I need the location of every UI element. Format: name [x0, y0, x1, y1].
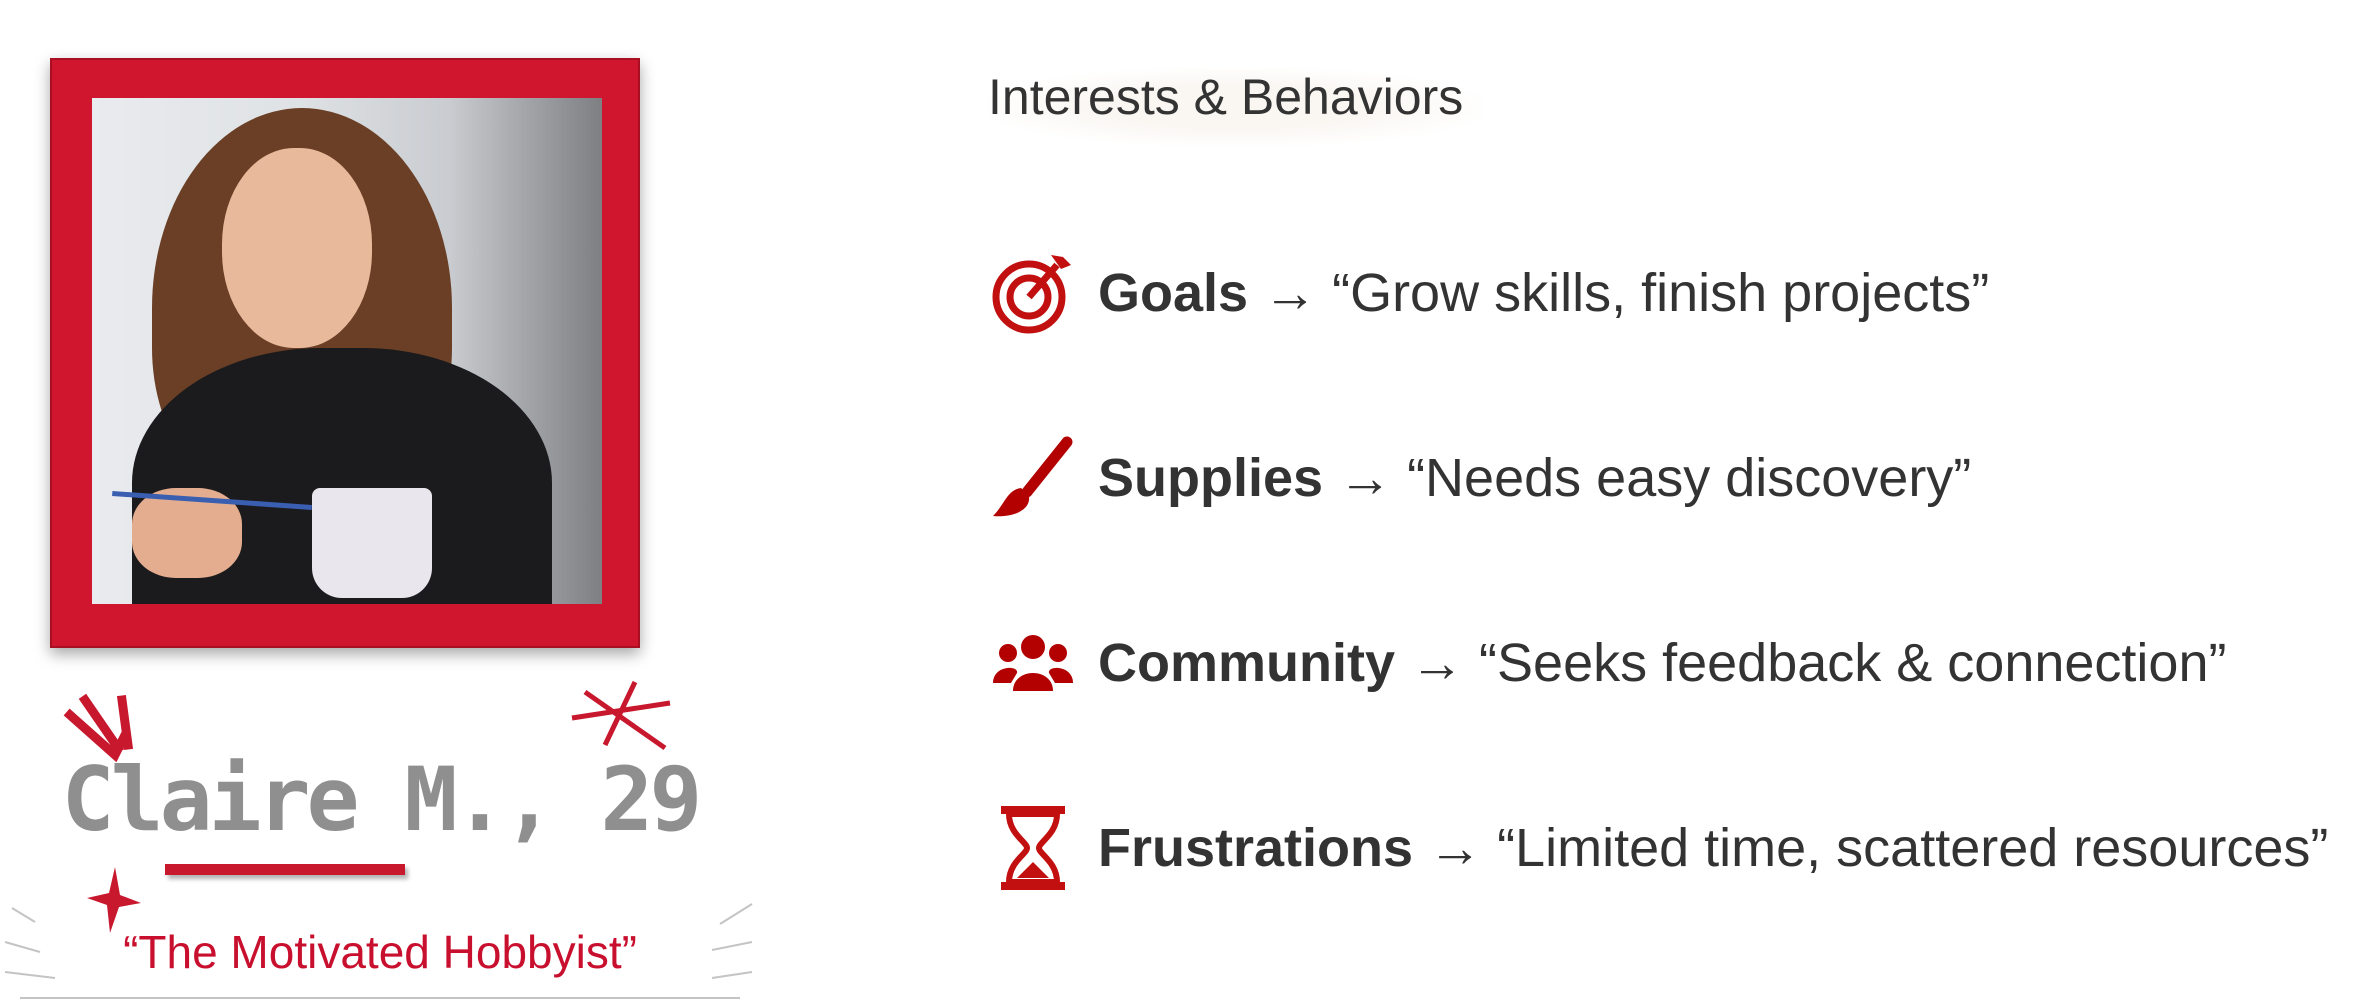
item-label: Supplies [1098, 448, 1324, 508]
persona-name: Claire M., 29 [61, 748, 703, 851]
persona-photo [92, 98, 602, 604]
persona-tagline: “The Motivated Hobbyist” [123, 926, 637, 978]
star-icon [87, 867, 141, 933]
item-goals: Goals → “Grow skills, finish projects” [990, 250, 1989, 336]
item-quote: “Limited time, scattered resources” [1497, 818, 2329, 878]
item-supplies: Supplies → “Needs easy discovery” [990, 435, 1971, 521]
name-underline [165, 864, 405, 875]
item-quote: “Grow skills, finish projects” [1332, 263, 1990, 323]
hourglass-icon [990, 805, 1076, 891]
item-community: Community → “Seeks feedback & connection… [990, 620, 2226, 706]
photo-frame [50, 58, 640, 648]
paintbrush-icon [990, 435, 1076, 521]
item-label: Frustrations [1098, 818, 1414, 878]
arrow: → [1338, 448, 1393, 508]
arrow: → [1263, 263, 1318, 323]
asterisk-icon [571, 680, 671, 751]
people-icon [990, 620, 1076, 706]
burst-lines [4, 903, 753, 999]
item-frustrations: Frustrations → “Limited time, scattered … [990, 805, 2328, 891]
item-label: Community [1098, 633, 1395, 693]
sparkle-lines-icon [63, 693, 134, 763]
arrow: → [1428, 818, 1483, 878]
section-heading: Interests & Behaviors [988, 68, 1484, 146]
arrow: → [1410, 633, 1465, 693]
target-icon [990, 250, 1076, 336]
item-quote: “Needs easy discovery” [1407, 448, 1972, 508]
item-quote: “Seeks feedback & connection” [1479, 633, 2227, 693]
item-label: Goals [1098, 263, 1249, 323]
